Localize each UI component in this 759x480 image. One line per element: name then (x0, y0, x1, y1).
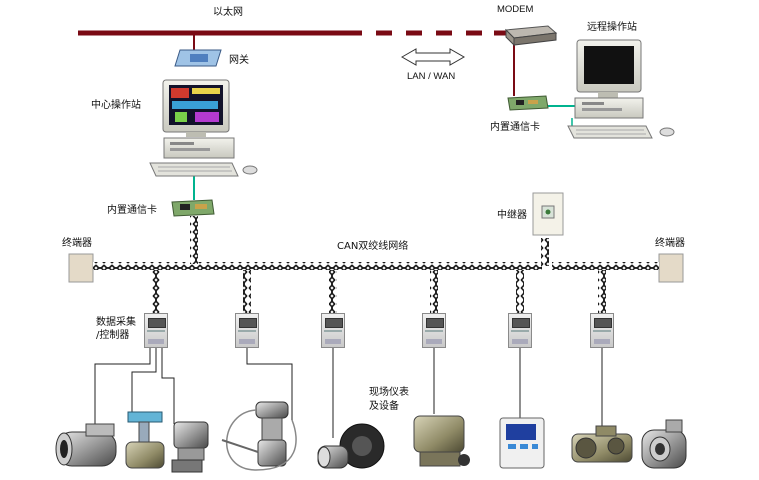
field-instrument-flowmeter (125, 411, 165, 469)
field-label-line2: 及设备 (369, 401, 399, 412)
field-wiring (94, 348, 603, 438)
modem-device (504, 25, 558, 47)
can-bus-cable (93, 216, 659, 270)
repeater-label: 中继器 (497, 210, 527, 221)
field-instrument-valve-3 (641, 419, 687, 469)
field-instrument-temperature-probe (221, 401, 297, 471)
lan-wan-arrow-icon (400, 48, 466, 66)
central-station-label: 中心操作站 (91, 100, 141, 111)
comm-card-left-label: 内置通信卡 (107, 205, 157, 216)
comm-card-right-device (507, 95, 549, 111)
field-label-line1: 现场仪表 (369, 387, 409, 398)
daq-label-line1: 数据采集 (96, 317, 136, 328)
comm-card-right-label: 内置通信卡 (490, 122, 540, 133)
repeater-device (532, 192, 564, 236)
daq-controller-1 (144, 313, 168, 348)
field-instrument-actuator (413, 415, 470, 467)
lan-wan-label: LAN / WAN (407, 71, 456, 82)
remote-station-label: 远程操作站 (587, 22, 637, 33)
modem-label: MODEM (497, 4, 534, 15)
remote-operator-station (567, 39, 675, 139)
can-network-label: CAN双绞线网络 (337, 241, 409, 252)
can-drop-cables (152, 270, 606, 314)
daq-controller-3 (321, 313, 345, 348)
comm-card-left-device (171, 199, 215, 217)
terminator-left-device (68, 253, 94, 283)
ethernet-label: 以太网 (213, 7, 243, 18)
terminator-right-device (658, 253, 684, 283)
gateway-label: 网关 (229, 55, 249, 66)
terminator-right-label: 终端器 (655, 238, 685, 249)
field-instrument-analyzer (499, 417, 545, 469)
terminator-left-label: 终端器 (62, 238, 92, 249)
daq-controller-6 (590, 313, 614, 348)
daq-controller-2 (235, 313, 259, 348)
gateway-device (174, 49, 222, 67)
daq-controller-5 (508, 313, 532, 348)
field-instrument-flange-transmitter (317, 423, 385, 469)
field-instrument-valve-1 (55, 423, 117, 467)
field-instrument-valve-2 (571, 425, 633, 463)
daq-label-line2: /控制器 (96, 330, 130, 341)
central-operator-station (149, 79, 258, 177)
daq-controller-4 (422, 313, 446, 348)
field-instrument-pressure-transmitter-1 (171, 421, 209, 473)
